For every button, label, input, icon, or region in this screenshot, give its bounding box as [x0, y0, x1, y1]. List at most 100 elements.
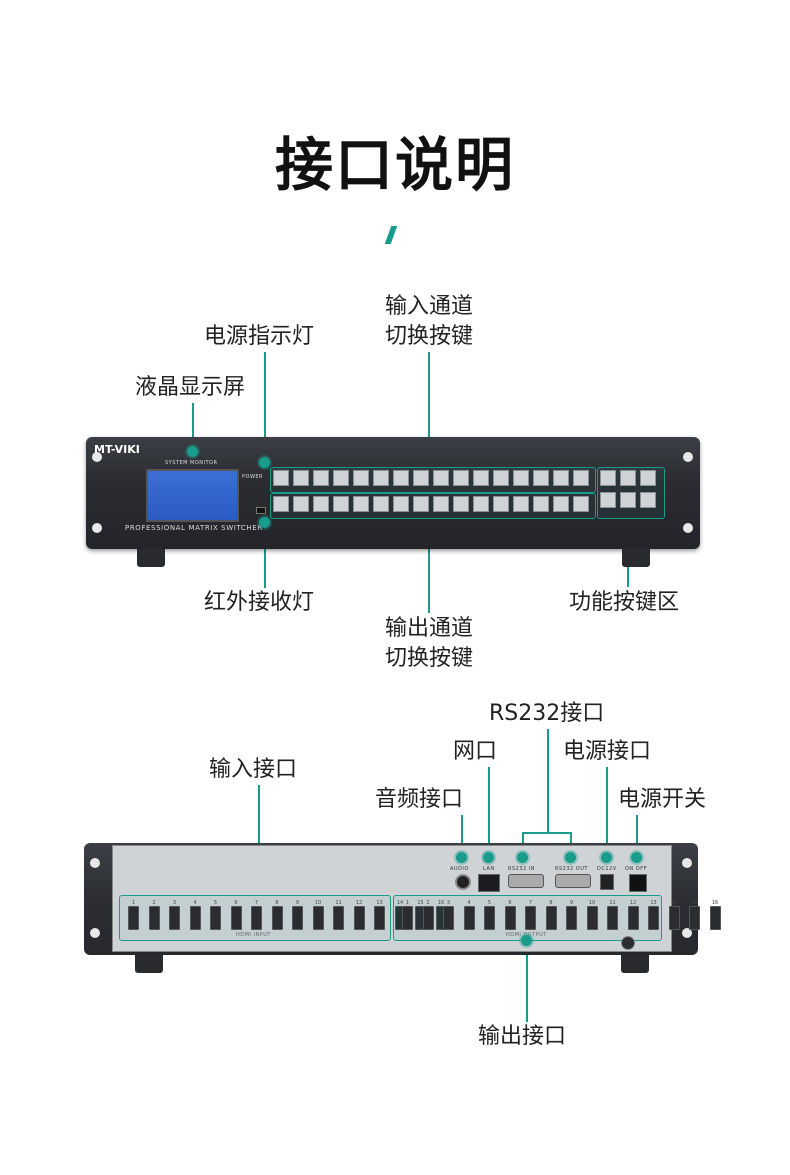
output-key-4[interactable]: [333, 496, 349, 512]
hdmi-port-connector: [627, 906, 639, 930]
output-key-7[interactable]: [393, 496, 409, 512]
ir-window: [256, 507, 266, 514]
hdmi-port-connector: [545, 906, 557, 930]
input-key-1[interactable]: [273, 470, 289, 486]
rack-hole: [92, 523, 102, 533]
leader-input-ports: [258, 785, 260, 895]
hdmi-port-connector: [230, 906, 242, 930]
hdmi-input-label: HDMI INPUT: [236, 932, 271, 938]
dc-power-port: [600, 874, 614, 890]
output-key-3[interactable]: [313, 496, 329, 512]
leader-power-switch: [636, 815, 638, 855]
input-key-6[interactable]: [373, 470, 389, 486]
rs232-out-port: [555, 874, 591, 888]
function-key-3[interactable]: [640, 470, 656, 486]
callout-dot-rs232-out: [565, 852, 576, 863]
output-key-8[interactable]: [413, 496, 429, 512]
input-key-2[interactable]: [293, 470, 309, 486]
port-number: 11: [609, 900, 616, 906]
input-key-9[interactable]: [433, 470, 449, 486]
hdmi-output-port-14: 14: [667, 900, 682, 930]
hdmi-port-connector: [648, 906, 659, 930]
hdmi-port-connector: [210, 906, 221, 930]
output-key-6[interactable]: [373, 496, 389, 512]
output-key-16[interactable]: [573, 496, 589, 512]
hdmi-port-connector: [504, 906, 516, 930]
label-output-keys-line2: 切换按键: [384, 646, 473, 671]
hdmi-input-port-12: 12: [352, 900, 367, 930]
function-key-3[interactable]: [640, 492, 656, 508]
label-audio: 音频接口: [375, 787, 464, 812]
output-key-12[interactable]: [493, 496, 509, 512]
hdmi-port-connector: [443, 906, 454, 930]
port-number: 12: [629, 900, 637, 906]
output-key-11[interactable]: [473, 496, 489, 512]
output-key-14[interactable]: [533, 496, 549, 512]
output-key-15[interactable]: [553, 496, 569, 512]
output-key-9[interactable]: [433, 496, 449, 512]
hdmi-output-port-16: 16: [708, 900, 723, 930]
leader-power-port: [606, 767, 608, 855]
lcd-screen: [146, 469, 239, 522]
function-key-1[interactable]: [600, 492, 616, 508]
hdmi-input-port-13: 13: [372, 900, 387, 930]
rack-hole: [683, 452, 693, 462]
callout-dot-rs232-in: [517, 852, 528, 863]
hdmi-output-port-7: 7: [523, 900, 538, 930]
label-lan: 网口: [453, 739, 498, 764]
callout-dot-output-ports: [521, 935, 532, 946]
input-key-5[interactable]: [353, 470, 369, 486]
function-key-2[interactable]: [620, 492, 636, 508]
audio-label: AUDIO: [450, 866, 469, 872]
lan-port: [478, 874, 500, 892]
function-keys-group: [597, 467, 665, 519]
output-key-5[interactable]: [353, 496, 369, 512]
port-number: 15: [417, 900, 424, 906]
input-key-16[interactable]: [573, 470, 589, 486]
rs232-in-port: [508, 874, 544, 888]
input-key-7[interactable]: [393, 470, 409, 486]
output-key-2[interactable]: [293, 496, 309, 512]
input-key-4[interactable]: [333, 470, 349, 486]
rear-connector-plate: [112, 845, 672, 952]
input-key-14[interactable]: [533, 470, 549, 486]
label-power-led: 电源指示灯: [204, 324, 315, 349]
label-input-keys: 输入通道 切换按键: [370, 292, 488, 352]
port-number: 8: [275, 900, 279, 906]
input-key-15[interactable]: [553, 470, 569, 486]
port-number: 2: [426, 900, 430, 906]
port-number: 10: [314, 900, 322, 906]
input-key-12[interactable]: [493, 470, 509, 486]
input-key-8[interactable]: [413, 470, 429, 486]
input-key-10[interactable]: [453, 470, 469, 486]
hdmi-input-port-4: 4: [188, 900, 203, 930]
rs232-out-label: RS232 OUT: [555, 866, 588, 872]
output-key-1[interactable]: [273, 496, 289, 512]
callout-dot-audio: [456, 852, 467, 863]
input-key-3[interactable]: [313, 470, 329, 486]
device-foot: [135, 955, 163, 973]
power-switch[interactable]: [629, 874, 647, 892]
function-key-1[interactable]: [600, 470, 616, 486]
hdmi-port-connector: [353, 906, 365, 930]
output-key-13[interactable]: [513, 496, 529, 512]
rack-hole: [682, 858, 692, 868]
port-number: 5: [487, 900, 492, 906]
hdmi-output-port-6: 6: [503, 900, 518, 930]
hdmi-port-connector: [271, 906, 283, 930]
hdmi-port-connector: [566, 906, 577, 930]
rack-hole: [683, 523, 693, 533]
port-number: 13: [376, 900, 383, 906]
port-number: 8: [549, 900, 553, 906]
input-key-11[interactable]: [473, 470, 489, 486]
lan-label: LAN: [483, 866, 495, 872]
leader-power-led: [264, 352, 266, 460]
port-number: 4: [467, 900, 471, 906]
input-key-13[interactable]: [513, 470, 529, 486]
port-number: 9: [569, 900, 574, 906]
function-key-2[interactable]: [620, 470, 636, 486]
output-key-10[interactable]: [453, 496, 469, 512]
hdmi-output-port-3: 3: [441, 900, 456, 930]
port-number: 9: [295, 900, 300, 906]
leader-ir-led: [264, 524, 266, 588]
